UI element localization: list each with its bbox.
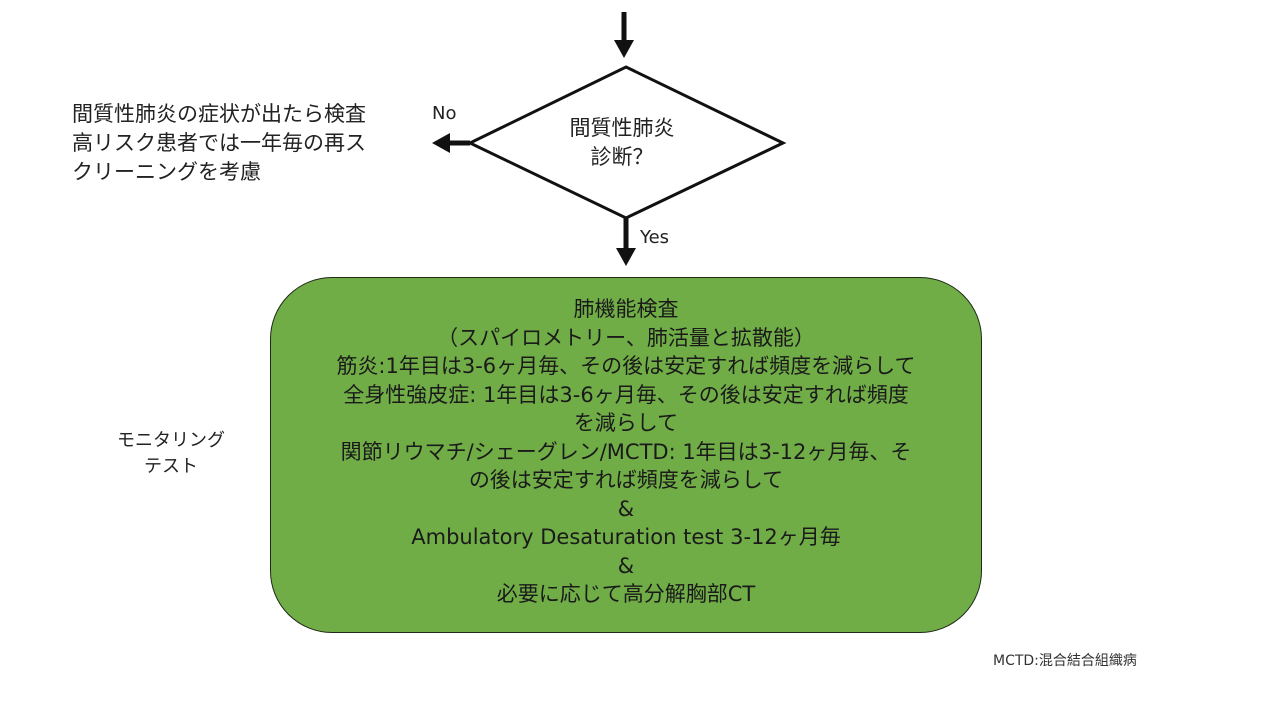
monitoring-line: 全身性強皮症: 1年目は3-6ヶ月毎、その後は安定すれば頻度 [343, 382, 909, 407]
monitoring-line: の後は安定すれば頻度を減らして [468, 468, 784, 492]
monitoring-line: を減らして [573, 411, 679, 435]
monitoring-box-text: 肺機能検査 （スパイロメトリー、肺活量と拡散能） 筋炎:1年目は3-6ヶ月毎、そ… [270, 295, 982, 609]
no-branch-line: 高リスク患者では一年毎の再ス [72, 131, 366, 155]
footnote: MCTD:混合結合組織病 [993, 653, 1137, 669]
monitoring-line: 必要に応じて高分解胸部CT [496, 582, 756, 606]
monitoring-line: 筋炎:1年目は3-6ヶ月毎、その後は安定すれば頻度を減らして [336, 354, 916, 378]
no-branch-line: 間質性肺炎の症状が出たら検査 [72, 102, 366, 126]
no-branch-line: クリーニングを考慮 [72, 160, 261, 184]
monitoring-test-label: モニタリング テスト [96, 428, 246, 480]
arrow-yes [616, 218, 636, 266]
no-label: No [432, 103, 457, 124]
arrow-no [432, 133, 470, 153]
decision-line: 間質性肺炎 [569, 116, 675, 140]
monitoring-line: 関節リウマチ/シェーグレン/MCTD: 1年目は3-12ヶ月毎、そ [340, 439, 912, 464]
monitoring-line: 肺機能検査 [573, 297, 679, 321]
monitoring-line: （スパイロメトリー、肺活量と拡散能） [437, 325, 815, 350]
decision-line: 診断？ [590, 145, 654, 169]
side-label-line: モニタリング [117, 430, 225, 451]
monitoring-line: Ambulatory Desaturation test 3-12ヶ月毎 [411, 525, 841, 549]
yes-label: Yes [640, 227, 670, 248]
arrow-into-decision [614, 12, 634, 58]
no-branch-note: 間質性肺炎の症状が出たら検査 高リスク患者では一年毎の再ス クリーニングを考慮 [72, 100, 422, 187]
monitoring-line: & [617, 553, 635, 578]
side-label-line: テスト [144, 456, 198, 477]
monitoring-box [270, 277, 982, 633]
decision-text: 間質性肺炎 診断？ [472, 114, 772, 172]
monitoring-line: & [617, 496, 635, 521]
